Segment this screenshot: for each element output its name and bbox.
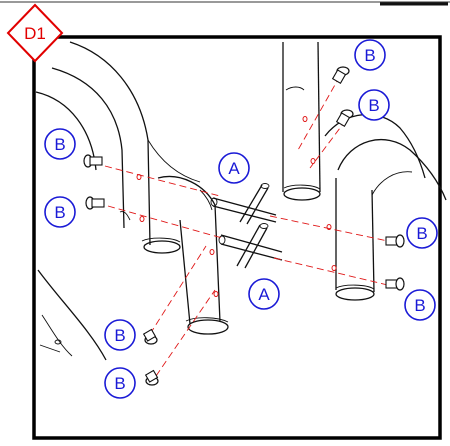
bolt-bottom-lower <box>144 369 159 386</box>
callout-b-top-lower: B <box>358 89 390 121</box>
callout-b-bottom-lower-label: B <box>114 374 125 393</box>
callout-b-bottom-lower: B <box>104 367 136 399</box>
bolt-right-upper <box>385 234 405 248</box>
callout-a-lower: A <box>248 278 280 310</box>
bolt-top-lower <box>335 109 354 127</box>
callout-a-upper-label: A <box>228 159 240 178</box>
diagram-frame <box>32 35 442 440</box>
callout-b-top-upper-label: B <box>364 46 375 65</box>
callout-b-left-lower-label: B <box>54 203 65 222</box>
callout-a-upper: A <box>218 152 250 184</box>
bolt-bottom-upper <box>142 328 158 345</box>
step-label: D1 <box>24 24 46 43</box>
bolt-left-lower <box>85 196 105 210</box>
bolt-left-upper <box>83 154 103 168</box>
cross-connector-upper <box>210 183 277 225</box>
bolt-holes <box>136 116 337 297</box>
cross-connector-lower <box>218 223 283 269</box>
callout-b-right-upper: B <box>406 217 438 249</box>
left-inner-tube <box>37 211 131 361</box>
callout-b-left-upper: B <box>44 128 76 160</box>
callout-b-bottom-upper-label: B <box>114 326 125 345</box>
callout-b-left-upper-label: B <box>54 135 65 154</box>
callout-b-right-lower: B <box>404 289 436 321</box>
callout-b-top-lower-label: B <box>368 96 379 115</box>
bolt-right-lower <box>385 277 405 291</box>
callout-a-lower-label: A <box>258 285 270 304</box>
step-marker: D1 <box>6 3 64 63</box>
assembly-guide-lines <box>104 75 403 377</box>
callout-b-top-upper: B <box>354 39 386 71</box>
bolt-top-upper <box>331 66 350 84</box>
callout-b-right-lower-label: B <box>414 296 425 315</box>
right-front-tube <box>335 138 447 301</box>
callout-b-left-lower: B <box>44 196 76 228</box>
callout-b-bottom-upper: B <box>104 319 136 351</box>
callout-b-right-upper-label: B <box>416 224 427 243</box>
center-front-tube <box>157 176 229 335</box>
